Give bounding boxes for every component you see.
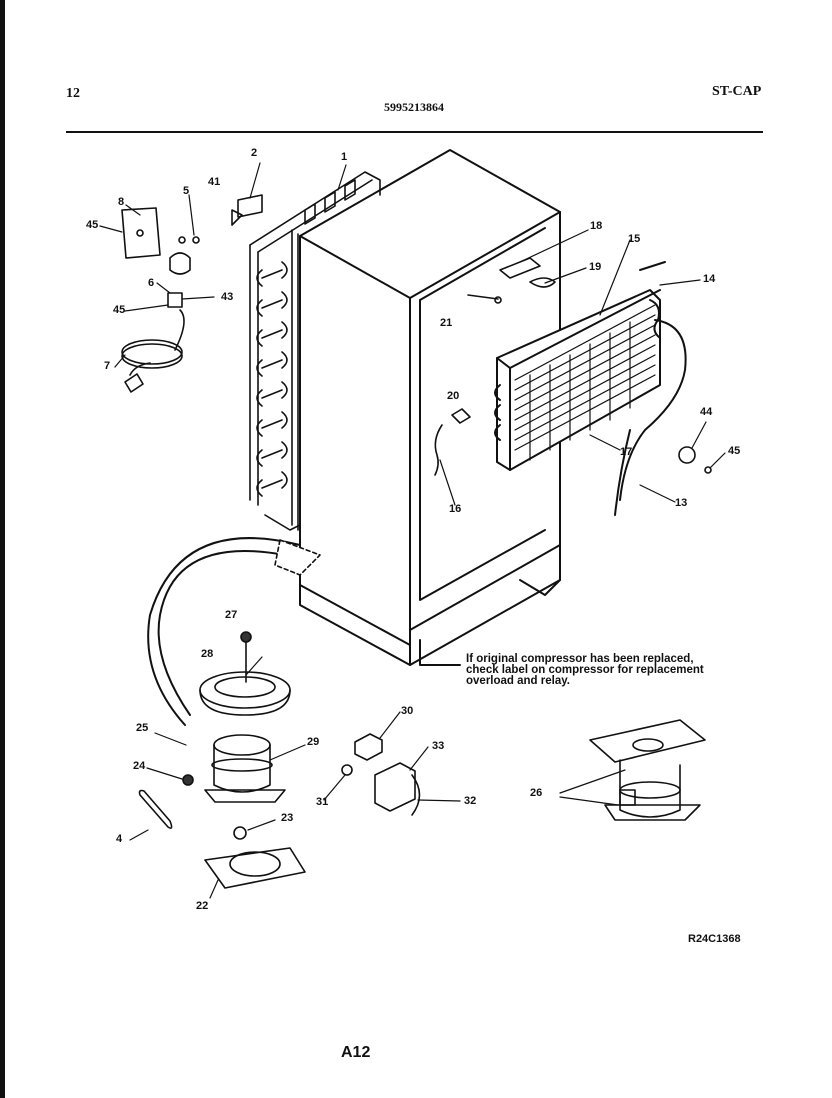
callout-14: 14 xyxy=(703,273,716,285)
callout-18: 18 xyxy=(590,220,603,232)
callout-44: 44 xyxy=(700,406,713,418)
callout-31: 31 xyxy=(316,796,329,808)
callout-30: 30 xyxy=(401,705,414,717)
page-edge xyxy=(0,0,5,1098)
callout-15: 15 xyxy=(628,233,641,245)
callout-27: 27 xyxy=(225,609,238,621)
callout-22: 22 xyxy=(196,900,209,912)
callout-4: 4 xyxy=(116,833,123,845)
part-number: 5995213864 xyxy=(384,100,444,114)
callout-41: 41 xyxy=(208,176,221,188)
page-number: 12 xyxy=(66,86,80,101)
callout-25: 25 xyxy=(136,722,149,734)
leader-lines xyxy=(99,162,726,899)
callout-32: 32 xyxy=(464,795,477,807)
reference-code: R24C1368 xyxy=(688,933,741,945)
callout-19: 19 xyxy=(589,261,602,273)
callout-21: 21 xyxy=(440,317,453,329)
callout-24: 24 xyxy=(133,760,146,772)
callout-13: 13 xyxy=(675,497,688,509)
cabinet xyxy=(299,149,561,666)
callout-26: 26 xyxy=(530,787,543,799)
condenser-coil xyxy=(249,171,381,531)
callout-1: 1 xyxy=(341,151,348,163)
callout-17: 17 xyxy=(620,446,633,458)
callout-45-top: 45 xyxy=(86,219,99,231)
callout-43: 43 xyxy=(221,291,234,303)
callout-20: 20 xyxy=(447,390,460,402)
page-footer: A12 xyxy=(341,1044,371,1061)
callout-28: 28 xyxy=(201,648,214,660)
callout-2: 2 xyxy=(251,147,258,159)
callout-16: 16 xyxy=(449,503,462,515)
small-parts xyxy=(121,194,712,889)
evaporator xyxy=(494,261,687,516)
callout-5: 5 xyxy=(183,185,190,197)
header-rule xyxy=(66,131,763,133)
callout-23: 23 xyxy=(281,812,294,824)
callout-33: 33 xyxy=(432,740,445,752)
callout-8: 8 xyxy=(118,196,125,208)
callout-45-mid: 45 xyxy=(113,304,126,316)
callout-45-right: 45 xyxy=(728,445,741,457)
model-code: ST-CAP xyxy=(712,84,762,99)
callout-6: 6 xyxy=(148,277,155,289)
compressor-replacement-note: If original compressor has been replaced… xyxy=(466,653,704,687)
callout-29: 29 xyxy=(307,736,320,748)
callout-7: 7 xyxy=(104,360,111,372)
